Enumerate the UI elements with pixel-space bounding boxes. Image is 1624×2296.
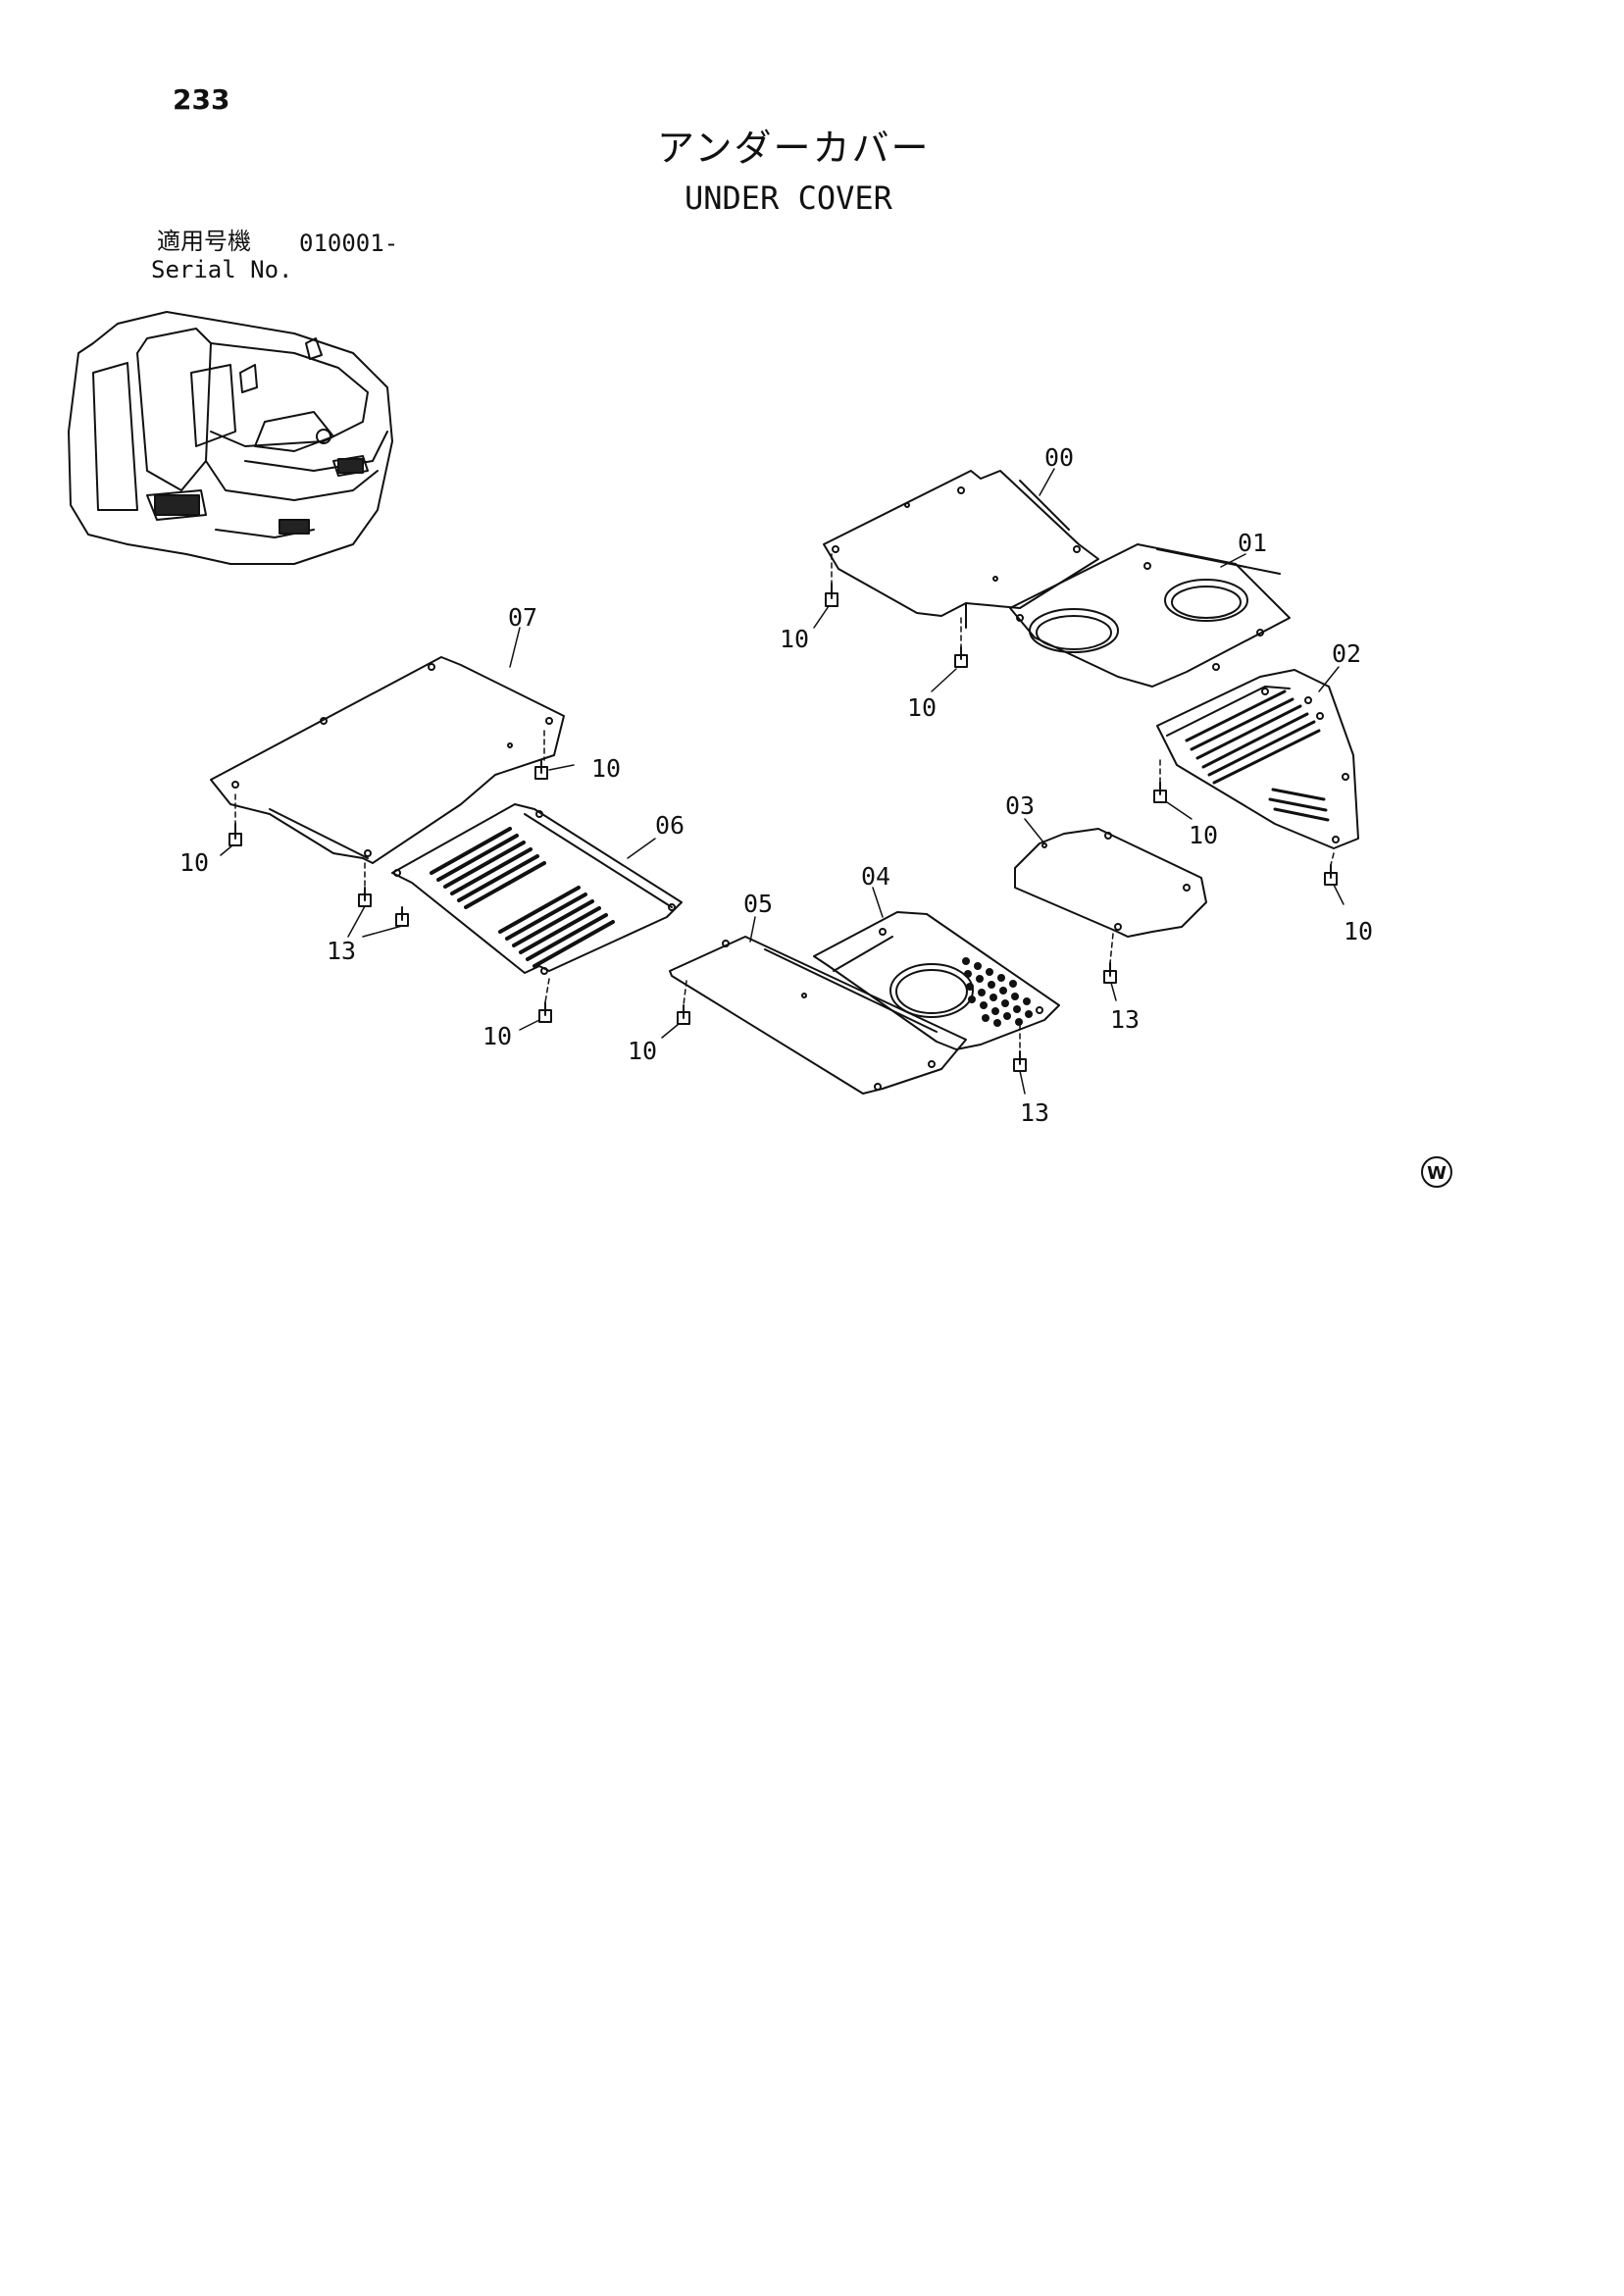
watermark-letter: W [1427, 1163, 1446, 1184]
serial-label-english: Serial No. [151, 256, 293, 283]
part-04-vented-cover [813, 911, 1060, 1050]
part-03-cover-plate [1014, 828, 1207, 938]
part-07-cover-plate [210, 656, 565, 864]
watermark-circle [1421, 1156, 1452, 1188]
label-02: 02 [1332, 639, 1361, 668]
label-10-d: 10 [179, 848, 209, 877]
label-10-e: 10 [482, 1022, 512, 1050]
label-03: 03 [1005, 791, 1035, 820]
label-05: 05 [743, 890, 773, 918]
label-10-a: 10 [780, 625, 809, 653]
title-english: UNDER COVER [685, 179, 892, 217]
title-japanese: アンダーカバー [657, 127, 931, 170]
part-00-cover-plate [823, 470, 1099, 629]
label-13-b: 13 [1110, 1005, 1140, 1034]
label-07: 07 [508, 603, 537, 632]
label-01: 01 [1238, 529, 1267, 557]
label-00: 00 [1044, 443, 1074, 472]
part-02-vented-cover [1156, 669, 1359, 849]
serial-label-japanese: 適用号機 [157, 228, 251, 255]
label-10-h: 10 [1344, 917, 1373, 945]
label-06: 06 [655, 811, 685, 840]
part-06-vented-cover [391, 803, 683, 975]
machine-overview-illustration [68, 311, 393, 565]
part-01-cover-plate [1009, 543, 1291, 688]
bolts [228, 583, 1338, 1072]
label-10-b: 10 [907, 693, 937, 722]
label-13-a: 13 [327, 937, 356, 965]
label-10-f: 10 [628, 1037, 657, 1065]
page-number: 233 [173, 83, 230, 116]
part-labels: 00 01 02 03 04 05 06 07 10 10 10 10 10 1… [179, 443, 1446, 1184]
serial-range: 010001- [299, 230, 399, 257]
label-10-g: 10 [1189, 821, 1218, 849]
label-04: 04 [861, 862, 890, 891]
part-05-cover-plate [669, 936, 967, 1095]
label-10-c: 10 [591, 754, 621, 783]
label-13-c: 13 [1020, 1098, 1049, 1127]
